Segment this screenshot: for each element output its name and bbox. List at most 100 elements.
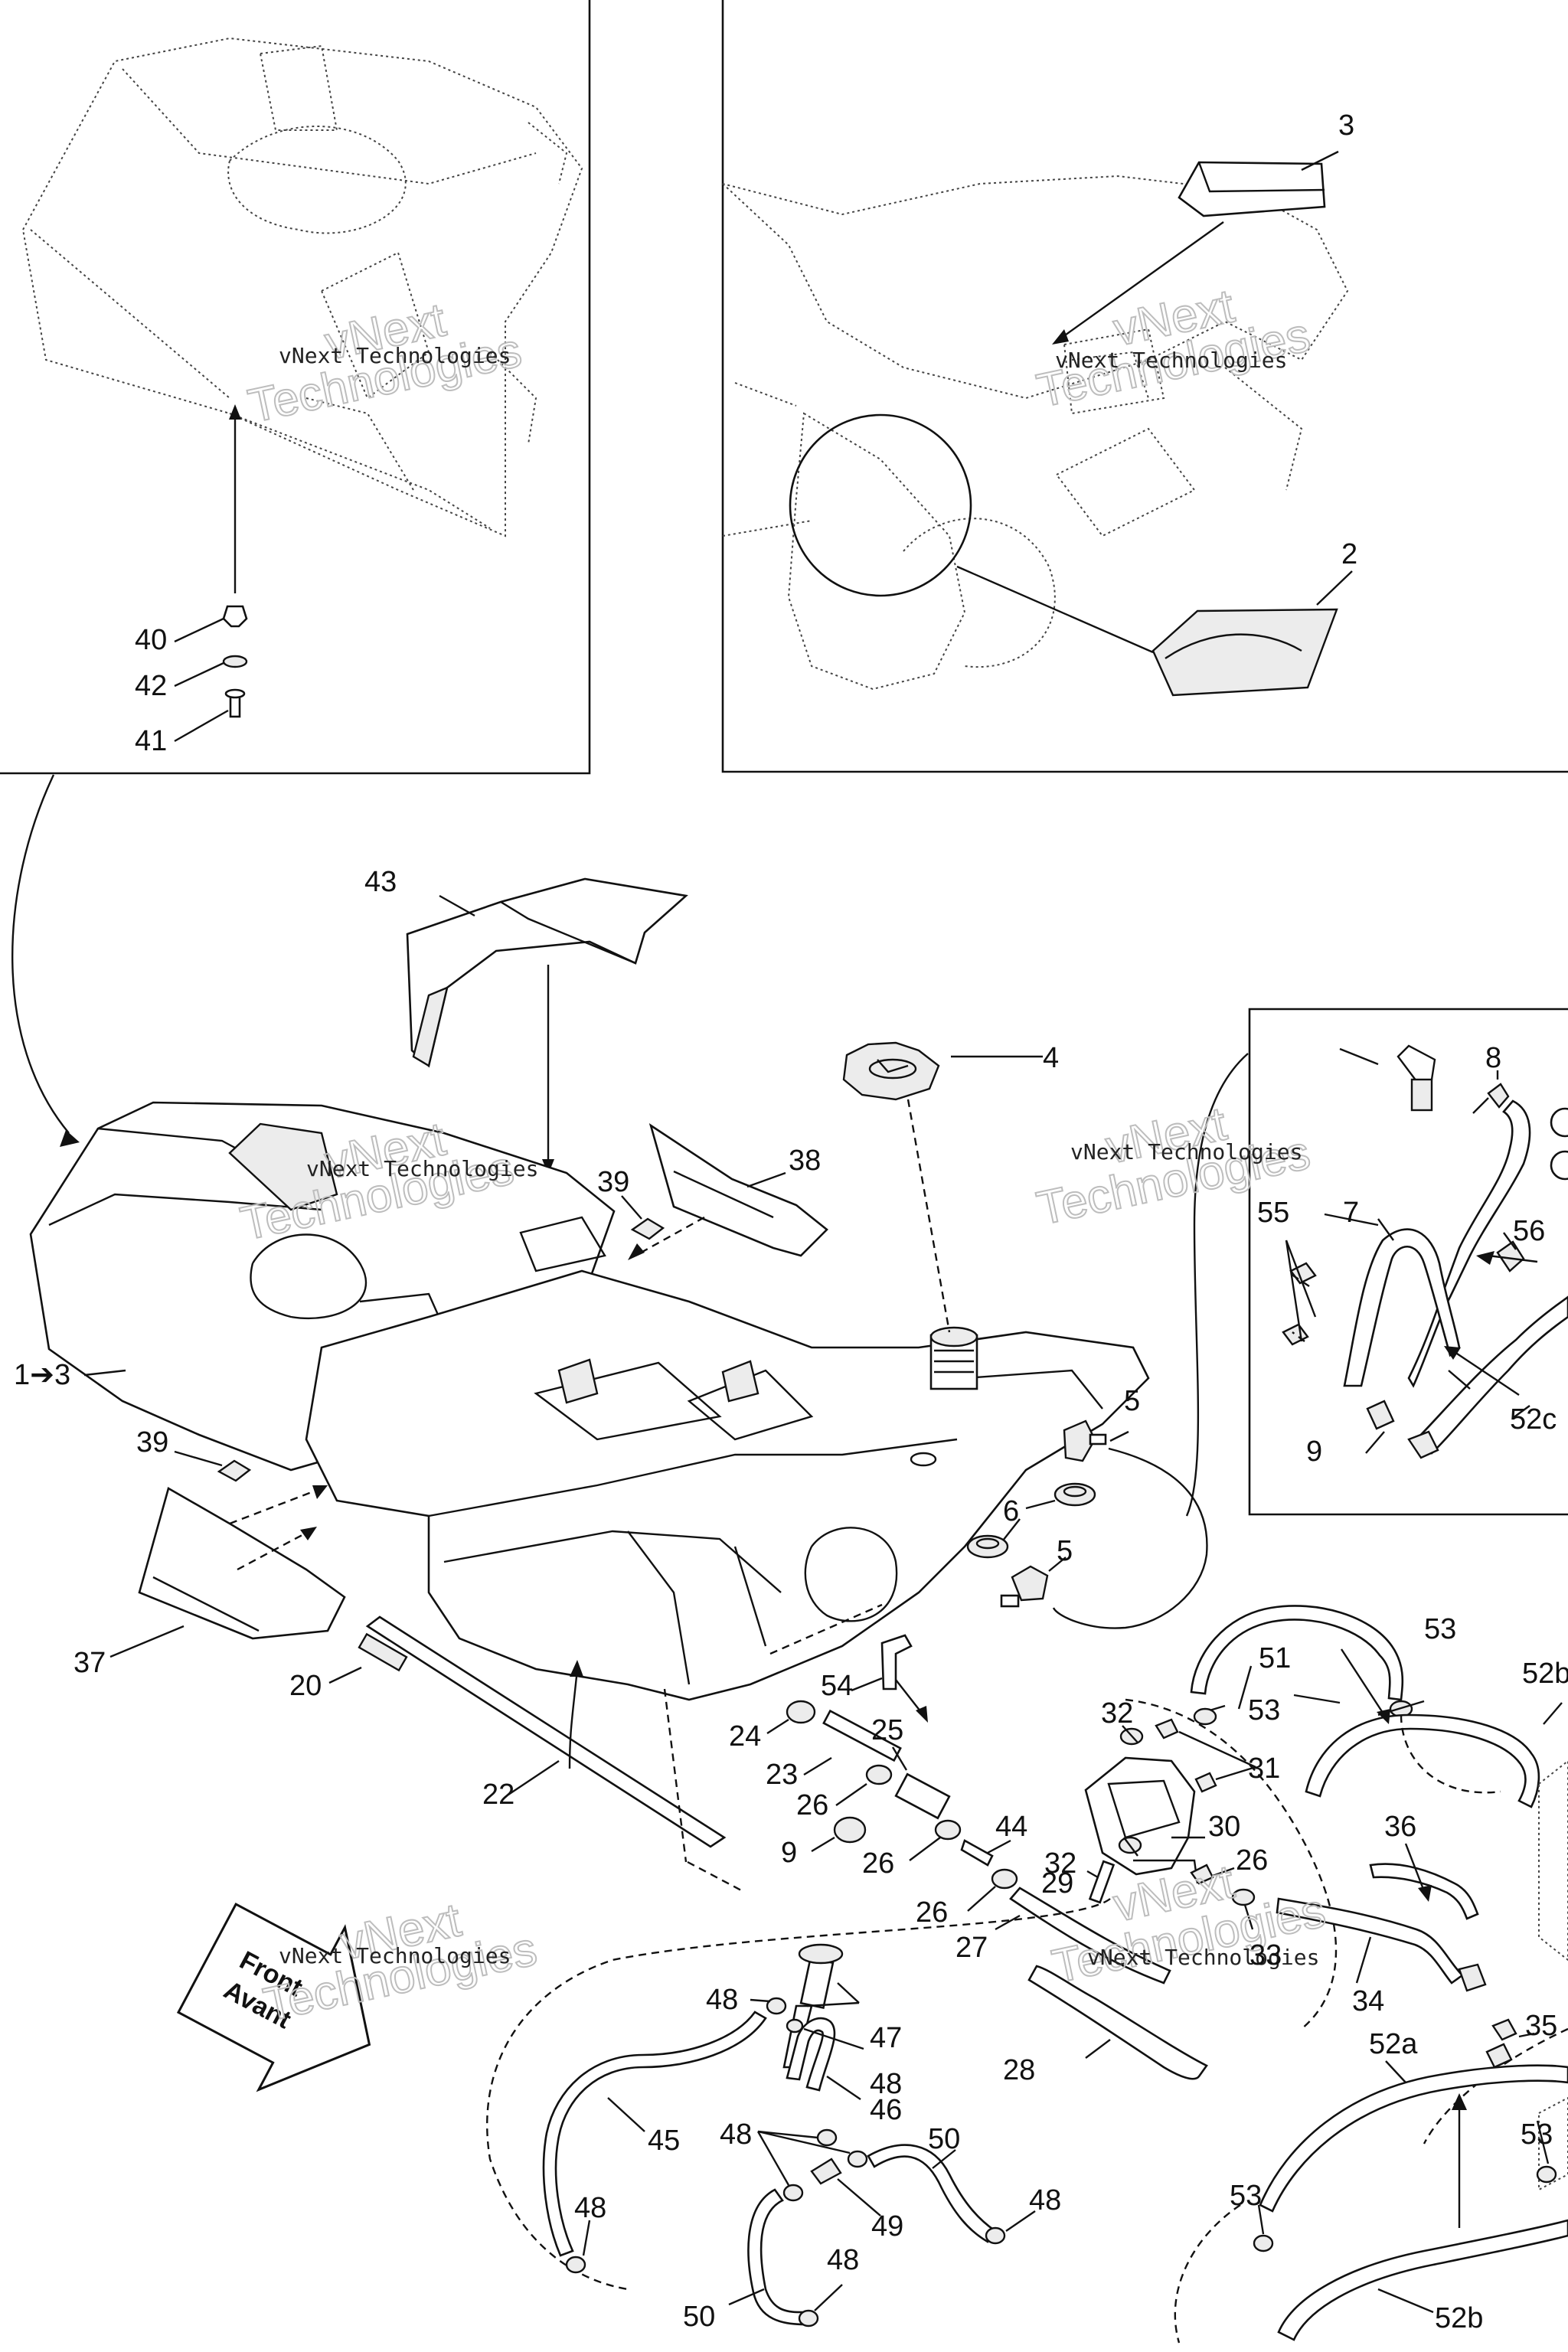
fuel-pickup-chain bbox=[766, 1700, 1018, 1912]
callout: 42 bbox=[135, 670, 167, 702]
callout: 7 bbox=[1343, 1197, 1359, 1229]
filler-neck bbox=[910, 1326, 978, 1467]
hood-body-1-3 bbox=[29, 1101, 616, 1472]
top-left-fasteners bbox=[174, 404, 248, 743]
callout: 39 bbox=[136, 1426, 168, 1459]
elbow-54 bbox=[851, 1634, 913, 1692]
callout: 43 bbox=[364, 866, 397, 898]
callout: 53 bbox=[1230, 2180, 1262, 2212]
callout: 49 bbox=[871, 2210, 903, 2243]
callout: 48 bbox=[870, 2068, 902, 2100]
fuel-pump-30 bbox=[1084, 1704, 1256, 1885]
hose-33-34-36 bbox=[1231, 1843, 1535, 2041]
part-3-panel bbox=[1052, 150, 1339, 345]
fuel-cap-4 bbox=[842, 1041, 1043, 1333]
callout: 53 bbox=[1521, 2118, 1553, 2151]
watermark-small-2: vNext Technologies bbox=[1055, 348, 1287, 373]
inset-frame-right bbox=[1248, 1008, 1568, 1516]
dashed-loop-region bbox=[486, 1698, 1338, 2291]
callout: 22 bbox=[482, 1779, 514, 1811]
hose-52b-lower bbox=[1253, 2093, 1568, 2341]
callout: 34 bbox=[1352, 1985, 1384, 2017]
callout: 32 bbox=[1044, 1847, 1076, 1880]
part-39-grommets bbox=[174, 1195, 665, 1482]
callout: 53 bbox=[1248, 1694, 1280, 1726]
vent-assembly-inset bbox=[1185, 1044, 1568, 1517]
callout: 24 bbox=[729, 1720, 761, 1753]
callout: 50 bbox=[683, 2301, 715, 2333]
callout: 5 bbox=[1057, 1535, 1073, 1567]
callout: 3 bbox=[1338, 109, 1354, 142]
top-right-dotted-frame bbox=[722, 175, 1349, 691]
callout: 53 bbox=[1424, 1613, 1456, 1645]
callout: 28 bbox=[1003, 2054, 1035, 2086]
sensor-29 bbox=[1086, 1860, 1116, 1904]
callout: 26 bbox=[862, 1847, 894, 1880]
top-left-dotted-body bbox=[21, 37, 583, 537]
fuel-line-22 bbox=[365, 1615, 727, 1848]
callout: 48 bbox=[574, 2192, 606, 2224]
watermark-small-1: vNext Technologies bbox=[279, 343, 511, 368]
callout: 1➔3 bbox=[14, 1359, 70, 1391]
valve-5-lower bbox=[1000, 1557, 1067, 1608]
part-43-panel bbox=[406, 877, 688, 1174]
callout: 2 bbox=[1341, 538, 1357, 570]
callout: 40 bbox=[135, 624, 167, 656]
callout: 4 bbox=[1043, 1042, 1059, 1074]
callout: 32 bbox=[1101, 1697, 1133, 1730]
callout: 26 bbox=[1236, 1844, 1268, 1877]
callout: 46 bbox=[870, 2094, 902, 2126]
callout: 39 bbox=[597, 1166, 629, 1198]
callout: 56 bbox=[1513, 1215, 1545, 1247]
callout: 30 bbox=[1208, 1811, 1240, 1843]
callout: 37 bbox=[74, 1647, 106, 1679]
dashed-loop-right bbox=[1174, 2027, 1568, 2344]
hose-52a bbox=[1259, 2060, 1568, 2213]
inset-leader-curve bbox=[11, 774, 70, 1134]
callout: 51 bbox=[1259, 1642, 1291, 1674]
callout: 5 bbox=[1124, 1385, 1140, 1417]
inset-frame-top-left bbox=[0, 0, 591, 775]
vent-hose-45 bbox=[542, 1997, 787, 2274]
hose-52b-upper bbox=[1293, 1648, 1563, 1808]
callout: 48 bbox=[720, 2118, 752, 2151]
vent-hose-50 bbox=[728, 2144, 1036, 2328]
callout: 8 bbox=[1485, 1042, 1501, 1074]
callout: 41 bbox=[135, 725, 167, 757]
valve-5-upper bbox=[1052, 1419, 1208, 1629]
callout: 50 bbox=[928, 2123, 960, 2155]
callout-labels: 3 2 40 42 41 43 4 8 7 55 56 39 38 1➔3 5 … bbox=[14, 109, 1568, 2334]
callout: 55 bbox=[1257, 1197, 1289, 1229]
watermark-small-5: vNext Technologies bbox=[279, 1943, 511, 1968]
part-2-panel bbox=[1152, 570, 1353, 697]
watermark-small-4: vNext Technologies bbox=[1070, 1139, 1302, 1165]
fuel-tank-main bbox=[305, 1269, 1150, 1701]
callout: 52b bbox=[1522, 1658, 1568, 1690]
vent-cap-47 bbox=[782, 1943, 860, 2069]
front-direction-badge: Front Avant bbox=[176, 1903, 371, 2092]
dashed-guide-lines bbox=[568, 1603, 928, 1893]
callout: 27 bbox=[956, 1932, 988, 1964]
callout: 48 bbox=[1029, 2184, 1061, 2216]
callout: 48 bbox=[827, 2244, 859, 2276]
callout: 35 bbox=[1525, 2010, 1557, 2042]
callout: 52a bbox=[1369, 2028, 1418, 2060]
callout: 20 bbox=[289, 1670, 322, 1702]
callout: 48 bbox=[706, 1984, 738, 2016]
hose-51 bbox=[1190, 1605, 1413, 1726]
right-edge-component bbox=[1485, 1759, 1568, 2069]
part-37-panel bbox=[109, 1485, 346, 1658]
part-38-panel bbox=[628, 1122, 828, 1260]
callout: 54 bbox=[821, 1670, 853, 1702]
hose-27-28 bbox=[995, 1886, 1208, 2080]
callout: 29 bbox=[1041, 1867, 1073, 1900]
inset-frame-top-right bbox=[721, 0, 1568, 773]
vent-tee-49 bbox=[756, 2128, 881, 2216]
watermark-small-3: vNext Technologies bbox=[306, 1156, 538, 1181]
callout: 26 bbox=[796, 1789, 828, 1821]
callout: 9 bbox=[1306, 1436, 1322, 1468]
callout: 38 bbox=[789, 1145, 821, 1177]
vent-hose-46 bbox=[786, 2017, 864, 2100]
callout: 36 bbox=[1384, 1811, 1416, 1843]
